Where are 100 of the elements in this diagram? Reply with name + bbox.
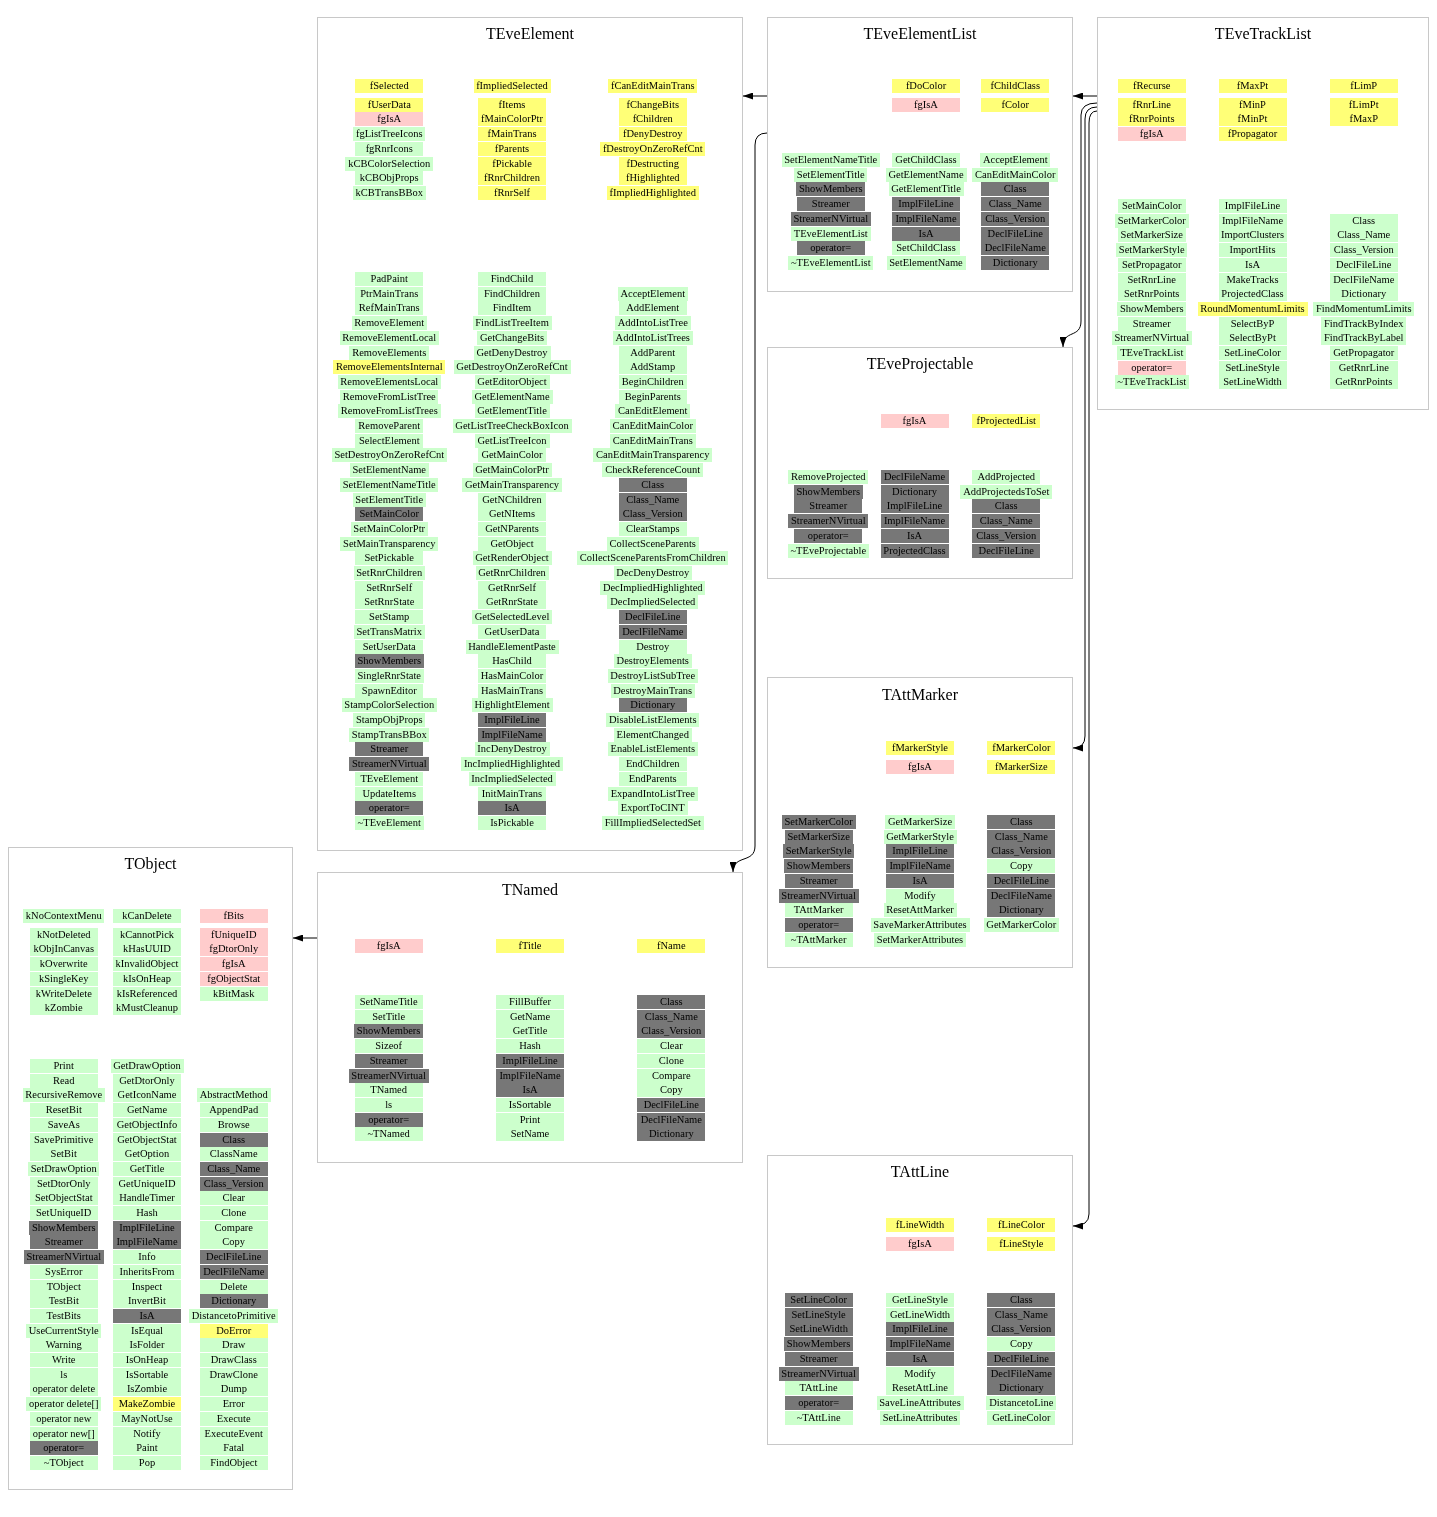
method-cell: GetElementTitle <box>888 182 964 197</box>
method-cell: SetDestroyOnZeroRefCnt <box>331 448 447 463</box>
method-cell: ~TEveElementList <box>788 255 874 270</box>
method-cell: GetRnrLine <box>1329 360 1398 375</box>
method-cell: RemoveParent <box>355 419 424 433</box>
method-cell: ResetBit <box>29 1103 98 1118</box>
method-cell: SetLineWidth <box>784 1322 853 1337</box>
method-cell: IsA <box>478 801 546 816</box>
method-cell: GetLineStyle <box>886 1293 954 1307</box>
attribute-cell: kMustCleanup <box>113 1001 181 1016</box>
method-cell: MakeTracks <box>1218 272 1287 287</box>
method-cell: SetNameTitle <box>354 995 423 1009</box>
method-cell: ~TObject <box>29 1455 98 1470</box>
method-cell: GetRnrState <box>478 595 546 610</box>
method-cell: IsOnHeap <box>113 1353 181 1367</box>
method-cell: Modify <box>886 1366 954 1381</box>
attribute-cell: fLineWidth <box>886 1218 954 1232</box>
attribute-cell: fRecurse <box>1117 79 1186 93</box>
method-cell: ~TAttLine <box>784 1410 853 1425</box>
method-cell: FindItem <box>478 301 546 316</box>
method-cell: GetPropagator <box>1329 346 1398 360</box>
method-cell: Class_Name <box>987 829 1056 844</box>
method-cell: ls <box>29 1367 98 1382</box>
method-cell: IsZombie <box>113 1382 181 1397</box>
method-cell: DestroyElements <box>613 654 692 669</box>
method-cell: HandleTimer <box>113 1191 181 1206</box>
method-cell: GetMainColorPtr <box>472 463 552 478</box>
method-cell: SetObjectStat <box>29 1191 98 1206</box>
method-cell: SetName <box>496 1127 564 1142</box>
method-cell: IsA <box>496 1083 564 1098</box>
method-cell: Clone <box>199 1206 268 1220</box>
attribute-cell: kCannotPick <box>113 927 181 942</box>
method-cell: ElementChanged <box>613 727 692 742</box>
method-cell: SetElementName <box>349 463 429 478</box>
method-cell: ImplFileName <box>1218 213 1287 228</box>
method-cell: UseCurrentStyle <box>26 1323 102 1338</box>
method-cell: HasMainTrans <box>478 683 546 698</box>
method-cell: StreamerNVirtual <box>1111 331 1192 346</box>
method-cell: Dictionary <box>618 698 687 713</box>
method-cell: GetChangeBits <box>477 330 547 345</box>
method-cell: SetUserData <box>355 639 424 654</box>
method-cell: ls <box>354 1097 423 1112</box>
method-cell: DeclFileLine <box>972 543 1041 558</box>
method-cell: Class_Version <box>1329 243 1398 258</box>
method-cell: Streamer <box>354 1053 423 1068</box>
method-cell: RemoveProjected <box>788 470 869 484</box>
method-cell: Class_Version <box>981 211 1050 226</box>
method-cell: Pop <box>113 1455 181 1470</box>
method-cell: ~TEveTrackList <box>1114 375 1189 390</box>
method-cell: Dictionary <box>987 1381 1056 1396</box>
method-cell: CanEditMainTransparency <box>593 448 713 463</box>
method-cell: ImplFileName <box>886 859 954 874</box>
method-cell: ImplFileName <box>478 727 546 742</box>
method-cell: GetRenderObject <box>472 551 552 566</box>
method-cell: DecDenyDestroy <box>613 566 692 580</box>
method-cell: operator new <box>29 1411 98 1426</box>
method-cell: Dictionary <box>981 255 1050 270</box>
method-cell: SetElementNameTitle <box>781 153 880 167</box>
method-cell: AddProjected <box>972 470 1041 484</box>
attribute-cell: fLimPt <box>1329 97 1398 112</box>
method-cell: SetMarkerSize <box>784 829 853 844</box>
method-cell: Class_Version <box>618 507 687 522</box>
attribute-cell: fgIsA <box>199 957 268 972</box>
method-cell: AddProjectedsToSet <box>960 484 1053 499</box>
class-name: TAttLine <box>890 1163 950 1181</box>
attribute-cell: fgObjectStat <box>199 971 268 986</box>
method-cell: CanEditMainTrans <box>609 433 696 448</box>
attribute-cell: fCanEditMainTrans <box>608 79 698 93</box>
class-name: TAttMarker <box>882 686 958 704</box>
inheritance-arrow <box>1060 102 1098 348</box>
method-cell: ~TAttMarker <box>784 932 853 947</box>
method-cell: Streamer <box>1117 316 1186 331</box>
method-cell: SelectByP <box>1218 316 1287 331</box>
method-cell: AppendPad <box>199 1103 268 1118</box>
attribute-cell: kWriteDelete <box>29 986 98 1001</box>
method-cell: ImplFileLine <box>478 713 546 727</box>
method-cell: StreamerNVirtual <box>790 211 871 226</box>
attribute-cell: fSelected <box>355 79 424 93</box>
attribute-cell: fDenyDestroy <box>618 127 687 142</box>
method-cell: AbstractMethod <box>196 1088 271 1103</box>
method-cell: SetLineStyle <box>1218 360 1287 375</box>
method-cell: DestroyMainTrans <box>610 683 695 698</box>
method-cell: GetSelectedLevel <box>472 610 552 625</box>
method-cell: SetUniqueID <box>29 1206 98 1220</box>
method-cell: DeclFileLine <box>987 873 1056 888</box>
method-cell: Class_Version <box>987 844 1056 859</box>
method-cell: GetMarkerStyle <box>883 829 957 844</box>
method-cell: HandleElementPaste <box>465 639 559 654</box>
method-cell: Execute <box>199 1411 268 1426</box>
method-cell: GetName <box>496 1009 564 1024</box>
attribute-cell: fPickable <box>478 156 546 171</box>
method-cell: SetElementNameTitle <box>340 477 439 492</box>
method-cell: SetMarkerStyle <box>783 844 855 859</box>
method-cell: operator delete <box>29 1382 98 1397</box>
method-cell: DeclFileLine <box>981 226 1050 241</box>
method-cell: SetElementTitle <box>352 492 426 507</box>
method-cell: Copy <box>987 1337 1056 1352</box>
method-cell: ~TNamed <box>354 1127 423 1142</box>
method-cell: SetMainTransparency <box>340 536 439 551</box>
method-cell: FindMomentumLimits <box>1313 301 1415 316</box>
